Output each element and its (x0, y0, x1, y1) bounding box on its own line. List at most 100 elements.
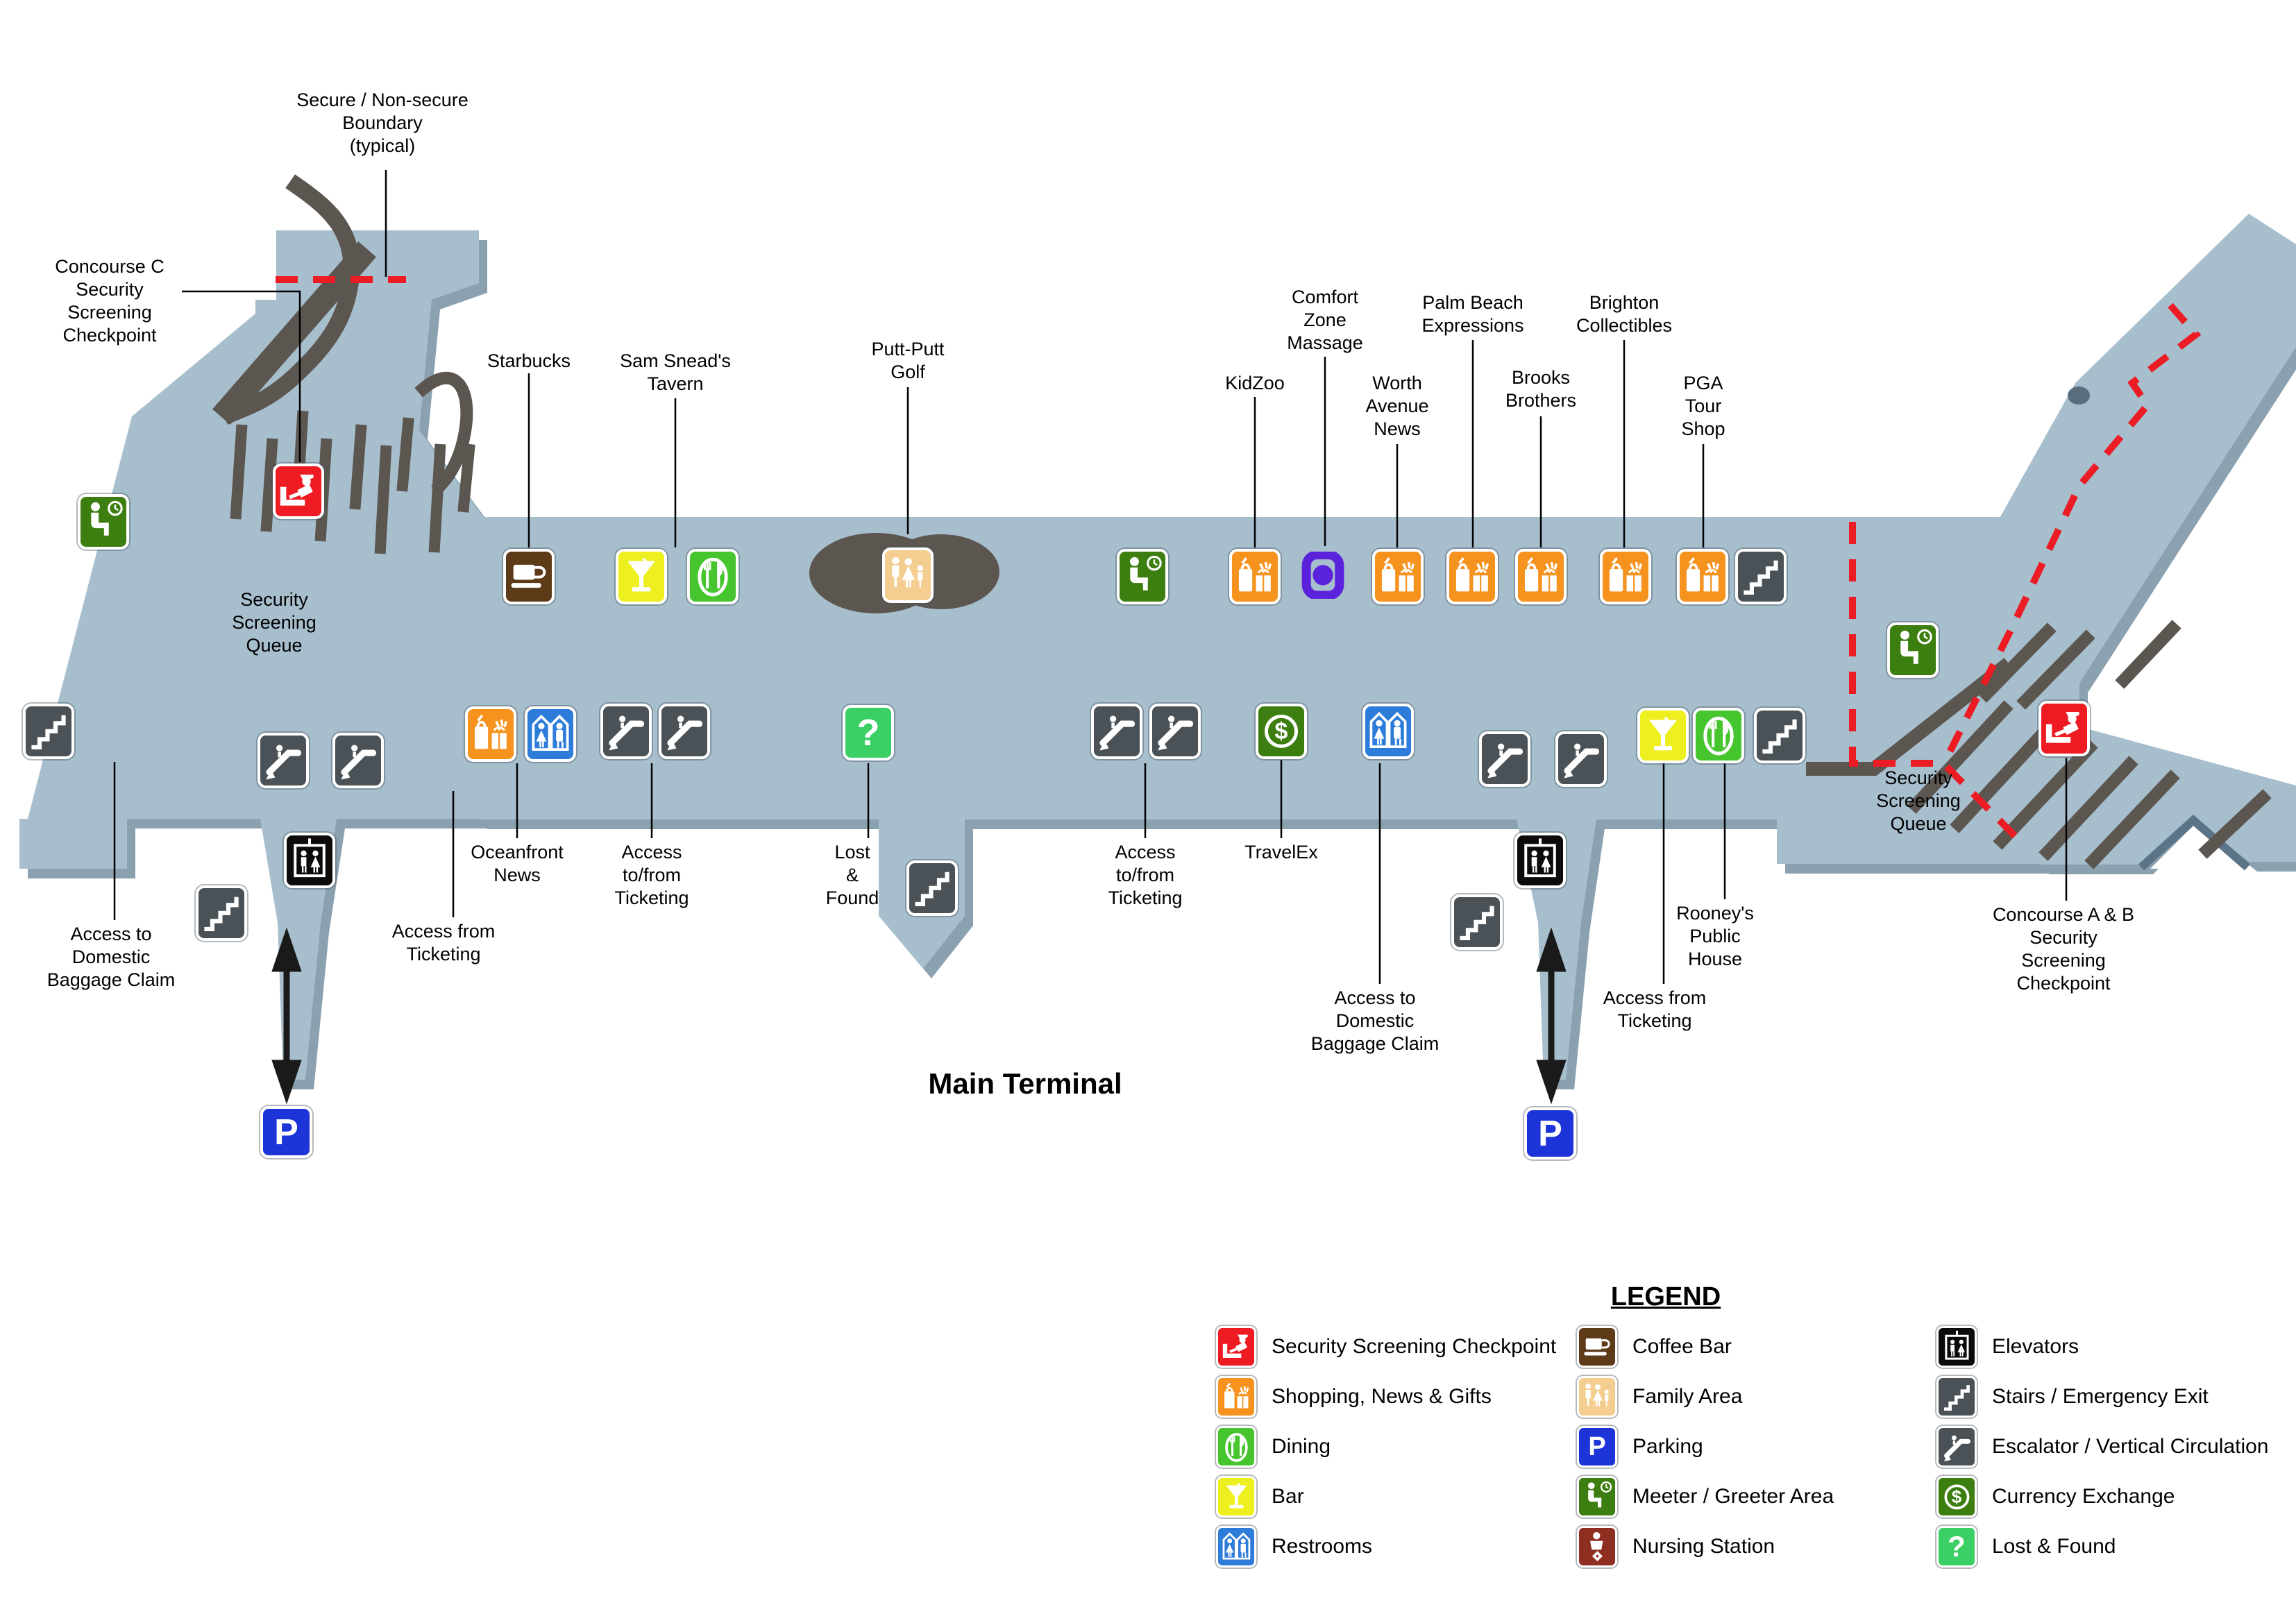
label-comfort-zone: Comfort Zone Massage (1287, 287, 1363, 353)
elevators-icon (1936, 1326, 1977, 1368)
legend-item-family-area: Family Area (1577, 1375, 1742, 1418)
label-access-ticketing-left: Access to/from Ticketing (614, 842, 689, 908)
stairs-icon (906, 860, 958, 916)
escalator-icon (659, 704, 710, 759)
legend-item-parking: P Parking (1577, 1425, 1703, 1468)
legend-item-label: Restrooms (1272, 1535, 1373, 1558)
label-concourse-ab: Concourse A & B Security Screening Check… (1992, 904, 2135, 994)
shopping-icon (1372, 549, 1424, 604)
escalator-icon (1479, 731, 1530, 787)
legend-item-label: Currency Exchange (1992, 1485, 2175, 1508)
stairs-icon (1735, 549, 1787, 604)
leader-lines (113, 170, 2068, 984)
stairs-icon (196, 885, 247, 941)
legend-item-label: Stairs / Emergency Exit (1992, 1385, 2209, 1408)
label-queue-right: Security Screening Queue (1876, 767, 1961, 834)
restrooms-icon (525, 706, 576, 762)
meeter-greeter-icon (1577, 1476, 1617, 1518)
bar-icon (616, 549, 667, 604)
legend-item-label: Family Area (1632, 1385, 1743, 1408)
label-access-domestic-left: Access to Domestic Baggage Claim (47, 924, 176, 990)
restrooms-icon (1216, 1526, 1256, 1567)
currency-exchange-icon: $ (1936, 1476, 1977, 1518)
legend-item-shopping: Shopping, News & Gifts (1216, 1375, 1492, 1418)
parking-icon: P (260, 1106, 312, 1158)
coffee-bar-icon (1577, 1326, 1617, 1368)
label-brighton: Brighton Collectibles (1576, 292, 1673, 336)
legend-item-label: Bar (1272, 1485, 1304, 1508)
massage-icon (1297, 547, 1349, 603)
security-checkpoint-icon (2038, 701, 2090, 756)
legend-item-label: Dining (1272, 1435, 1331, 1458)
label-starbucks: Starbucks (487, 350, 571, 371)
elevators-icon (1514, 833, 1566, 888)
label-worth-avenue: Worth Avenue News (1365, 373, 1429, 439)
legend-item-label: Shopping, News & Gifts (1272, 1385, 1492, 1408)
escalator-icon (1091, 704, 1142, 759)
escalator-icon (1149, 704, 1201, 759)
shopping-icon (1515, 549, 1567, 604)
label-queue-left: Security Screening Queue (232, 589, 316, 656)
lost-found-icon: ? (843, 705, 894, 760)
label-kidzoo: KidZoo (1225, 373, 1285, 393)
elevators-icon (284, 833, 335, 888)
security-checkpoint-icon (1216, 1326, 1256, 1368)
legend-item-label: Parking (1632, 1435, 1703, 1458)
security-checkpoint-icon (273, 464, 324, 519)
legend-item-label: Meeter / Greeter Area (1632, 1485, 1834, 1508)
label-access-domestic-right: Access to Domestic Baggage Claim (1310, 987, 1440, 1054)
shopping-icon (1446, 549, 1498, 604)
legend-item-label: Coffee Bar (1632, 1335, 1732, 1358)
parking-icon: P (1524, 1107, 1576, 1159)
legend-item-dining: Dining (1216, 1425, 1331, 1468)
stairs-icon (23, 704, 74, 759)
legend-item-label: Lost & Found (1992, 1535, 2116, 1558)
label-secure-boundary: Secure / Non-secure Boundary (typical) (296, 90, 469, 156)
lost-found-icon: ? (1936, 1526, 1977, 1567)
escalator-icon (258, 733, 309, 788)
coffee-bar-icon (503, 549, 555, 604)
label-access-from-ticketing-right: Access from Ticketing (1603, 987, 1707, 1031)
meeter-greeter-icon (1887, 622, 1939, 678)
legend-item-bar: Bar (1216, 1475, 1304, 1518)
label-brooks-brothers: Brooks Brothers (1505, 367, 1577, 411)
stairs-icon (1451, 894, 1503, 950)
secure-boundary-line (276, 276, 2202, 845)
legend-item-label: Escalator / Vertical Circulation (1992, 1435, 2269, 1458)
legend-item-lost-found: ? Lost & Found (1936, 1525, 2116, 1568)
parking-icon: P (1577, 1426, 1617, 1468)
bar-icon (1637, 708, 1689, 763)
shopping-icon (1229, 549, 1281, 604)
label-rooneys: Rooney's Public House (1676, 903, 1754, 969)
stairs-icon (1754, 708, 1805, 763)
legend-item-label: Elevators (1992, 1335, 2079, 1358)
shopping-icon (1216, 1376, 1256, 1418)
legend-item-stairs: Stairs / Emergency Exit (1936, 1375, 2209, 1418)
family-area-icon (882, 547, 934, 603)
label-access-ticketing-right: Access to/from Ticketing (1108, 842, 1183, 908)
family-area-icon (1577, 1376, 1617, 1418)
legend-item-currency-exchange: $ Currency Exchange (1936, 1475, 2175, 1518)
legend-item-elevators: Elevators (1936, 1325, 2079, 1368)
nursing-station-icon (1577, 1526, 1617, 1567)
label-pga-tour-shop: PGA Tour Shop (1681, 373, 1725, 439)
legend-item-escalator: Escalator / Vertical Circulation (1936, 1425, 2269, 1468)
bar-icon (1216, 1476, 1256, 1518)
stairs-icon (1936, 1376, 1977, 1418)
gate-notch (2150, 826, 2239, 869)
label-oceanfront: Oceanfront News (471, 842, 564, 885)
meeter-greeter-icon (1117, 549, 1168, 604)
legend-item-security-screening-checkpoint: Security Screening Checkpoint (1216, 1325, 1556, 1368)
escalator-icon (332, 733, 384, 788)
legend-item-label: Security Screening Checkpoint (1272, 1335, 1557, 1358)
legend-item-nursing-station: Nursing Station (1577, 1525, 1775, 1568)
label-palm-beach: Palm Beach Expressions (1421, 292, 1524, 336)
escalator-icon (600, 704, 652, 759)
legend-item-coffee-bar: Coffee Bar (1577, 1325, 1732, 1368)
label-concourse-c: Concourse C Security Screening Checkpoin… (55, 256, 164, 346)
label-access-from-ticketing-left: Access from Ticketing (391, 921, 496, 965)
legend-title: LEGEND (1610, 1282, 1721, 1311)
dining-icon (1216, 1426, 1256, 1468)
shopping-icon (1600, 549, 1651, 604)
